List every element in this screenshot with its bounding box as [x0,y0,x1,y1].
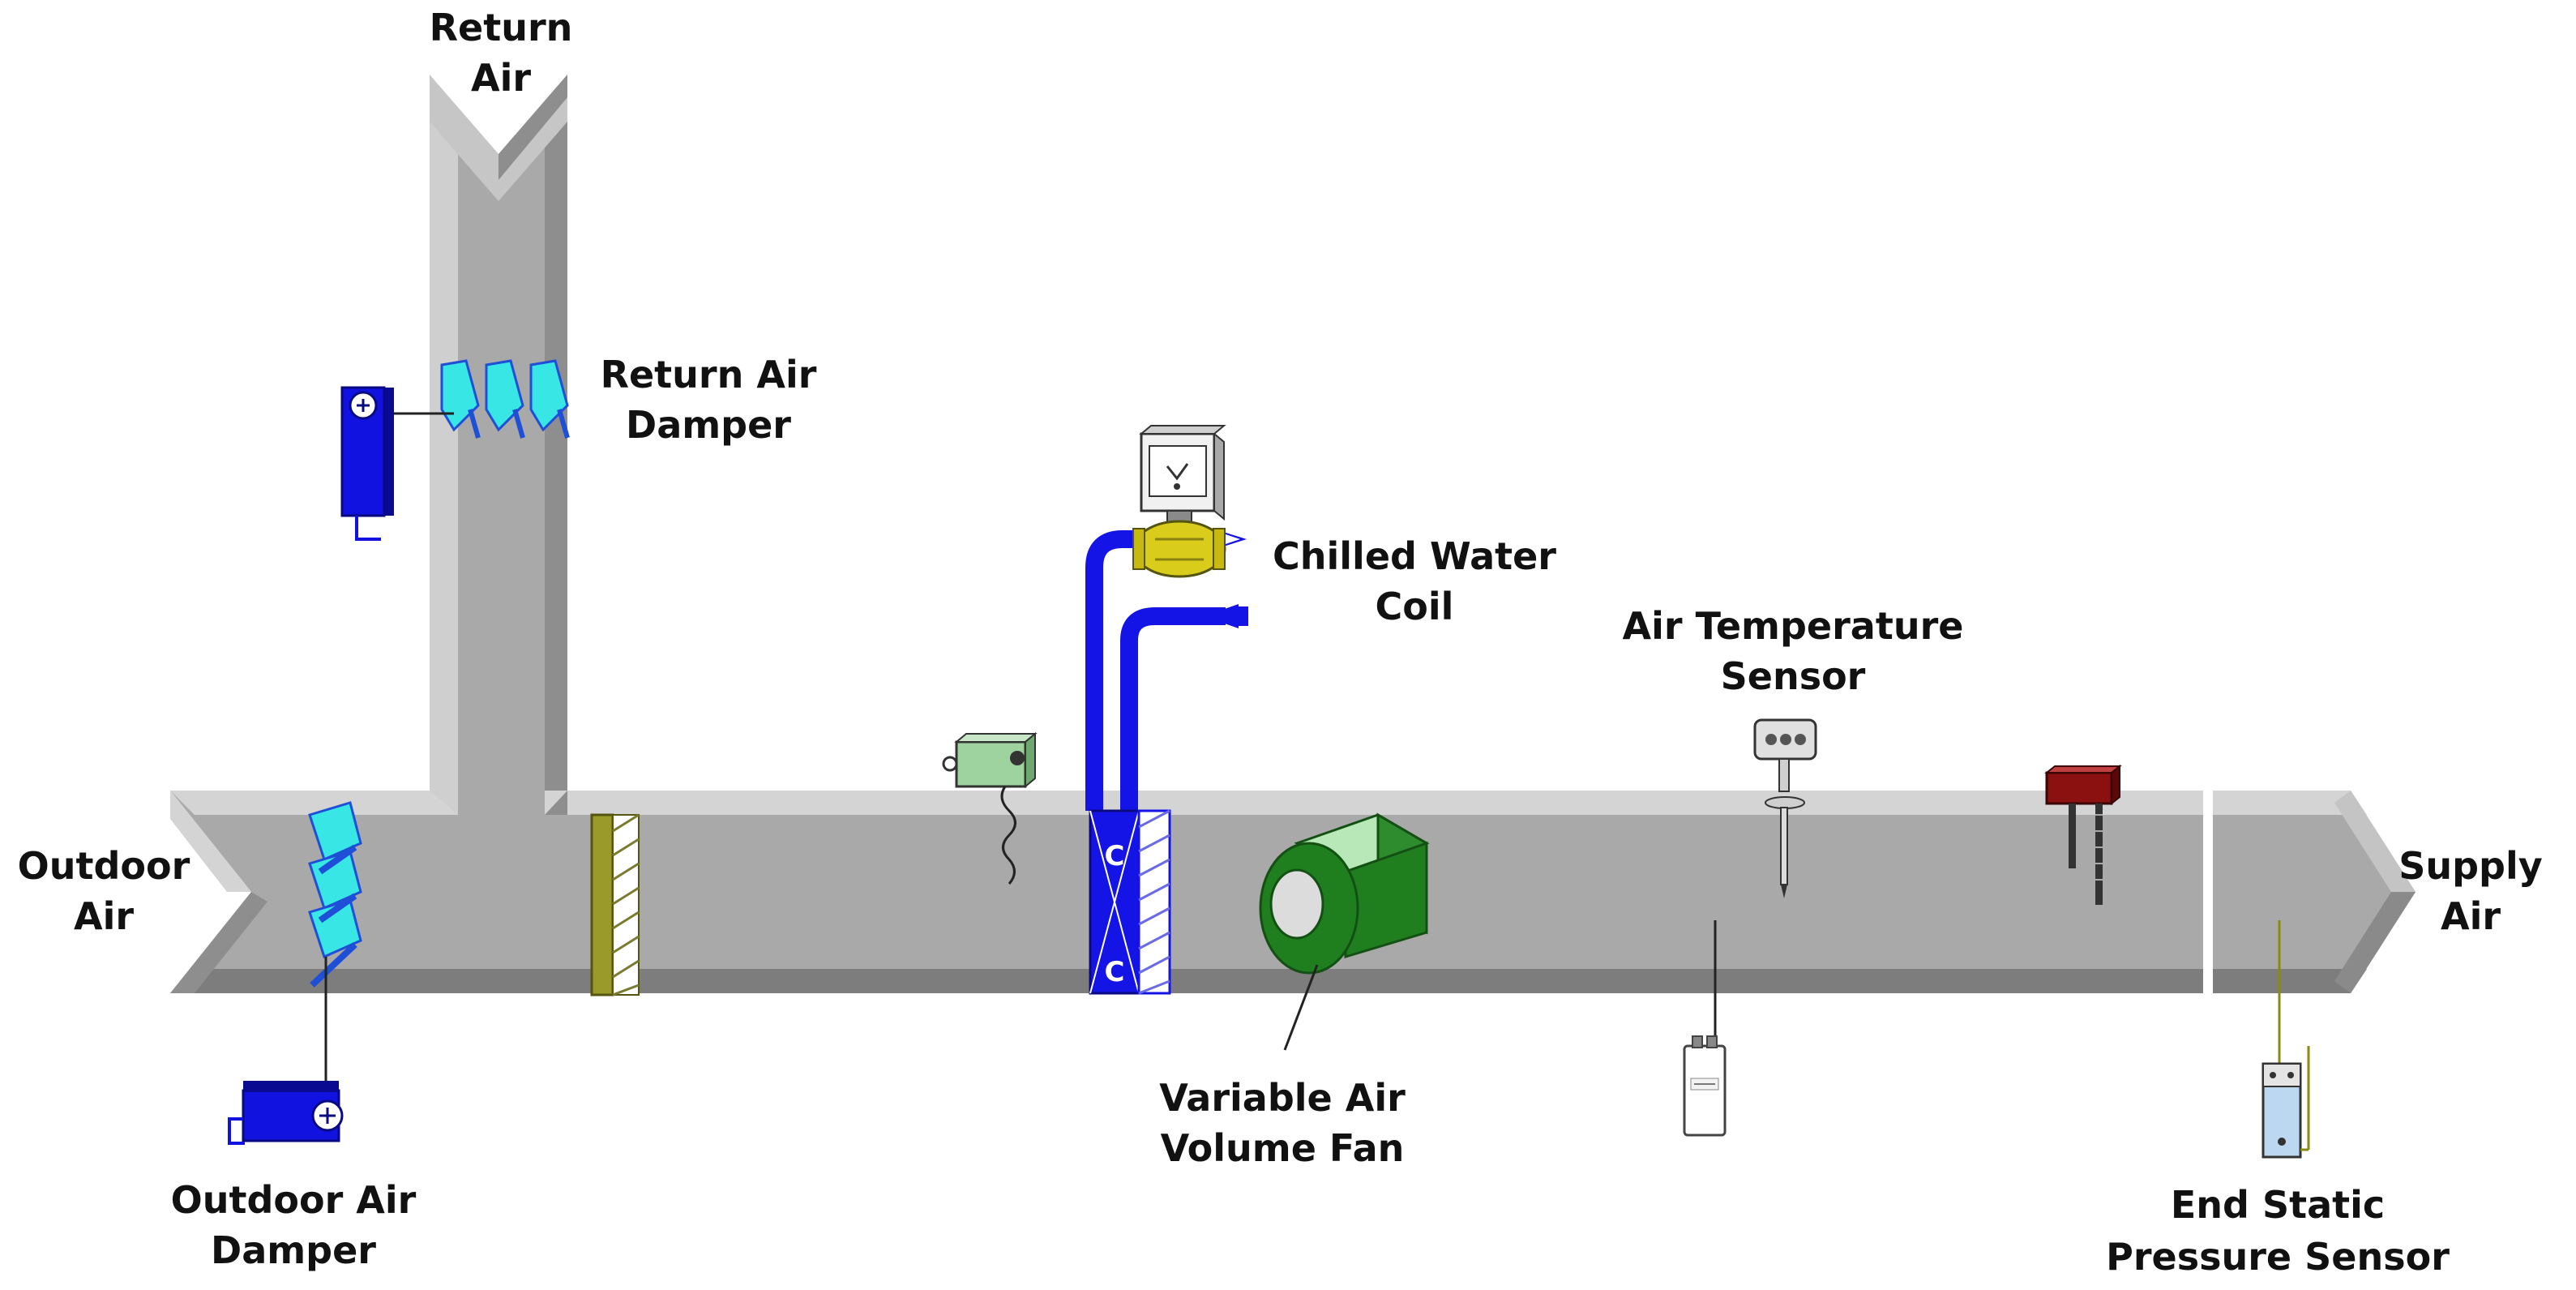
label-variable-air-volume-fan-line2: Volume Fan [1161,1126,1405,1170]
chilled-water-valve [1132,425,1226,578]
label-air-temperature-sensor-line1: Air Temperature [1623,604,1964,648]
label-supply-air-line2: Air [2441,894,2501,938]
valve-body [1132,510,1226,578]
label-chilled-water-coil-line1: Chilled Water [1273,534,1556,578]
label-end-static-pressure-sensor-line2: Pressure Sensor [2106,1235,2450,1279]
label-supply-air-line1: Supply [2398,844,2543,888]
coil-mark-bottom: C [1105,956,1125,988]
label-outdoor-air-line2: Air [74,894,134,938]
low-limit-thermostat [942,731,1038,885]
label-outdoor-air-damper-line2: Damper [211,1228,376,1272]
label-outdoor-air-line1: Outdoor [18,844,190,888]
main-duct [170,786,2416,999]
temperature-transmitter [1683,920,1727,1137]
label-return-air: Return Air [430,6,573,100]
label-end-static-pressure-sensor-line1: End Static [2171,1183,2385,1227]
outdoor-damper-blades [308,801,362,988]
label-return-air-damper-line2: Damper [626,403,791,447]
air-temperature-sensor [1753,718,1817,898]
valve-actuator [1139,425,1226,521]
label-outdoor-air-damper-line1: Outdoor Air [171,1178,417,1222]
label-variable-air-volume-fan-line1: Variable Air [1159,1076,1406,1120]
label-air-temperature-sensor-line2: Sensor [1721,654,1866,698]
return-damper-actuator [340,386,394,541]
label-variable-air-volume-fan: Variable Air Volume Fan [1159,1076,1406,1170]
duct-smoke-detector [2044,764,2122,905]
chilled-water-coil: C C [1085,527,1248,995]
variable-air-volume-fan [1259,812,1430,1051]
filter [590,813,640,996]
outdoor-damper-actuator [228,1081,344,1145]
label-outdoor-air-damper: Outdoor Air Damper [171,1178,417,1272]
label-return-air-damper-line1: Return Air [601,353,817,396]
end-static-pressure-sensor [2261,920,2310,1159]
return-air-damper [340,359,570,541]
label-chilled-water-coil-line2: Coil [1376,585,1454,628]
coil-mark-top: C [1105,840,1125,872]
label-supply-air: Supply Air [2398,844,2543,938]
label-return-air-line1: Return [430,6,573,49]
label-end-static-pressure-sensor: End Static Pressure Sensor [2106,1183,2450,1279]
label-return-air-damper: Return Air Damper [601,353,817,447]
coil-return-pipe [1120,604,1248,811]
label-chilled-water-coil: Chilled Water Coil [1273,534,1556,628]
return-damper-blades [440,359,570,439]
outdoor-air-damper [228,801,362,1145]
label-return-air-line2: Air [471,56,531,100]
return-air-duct [430,75,567,803]
label-outdoor-air: Outdoor Air [18,844,190,938]
label-air-temperature-sensor: Air Temperature Sensor [1623,604,1964,698]
